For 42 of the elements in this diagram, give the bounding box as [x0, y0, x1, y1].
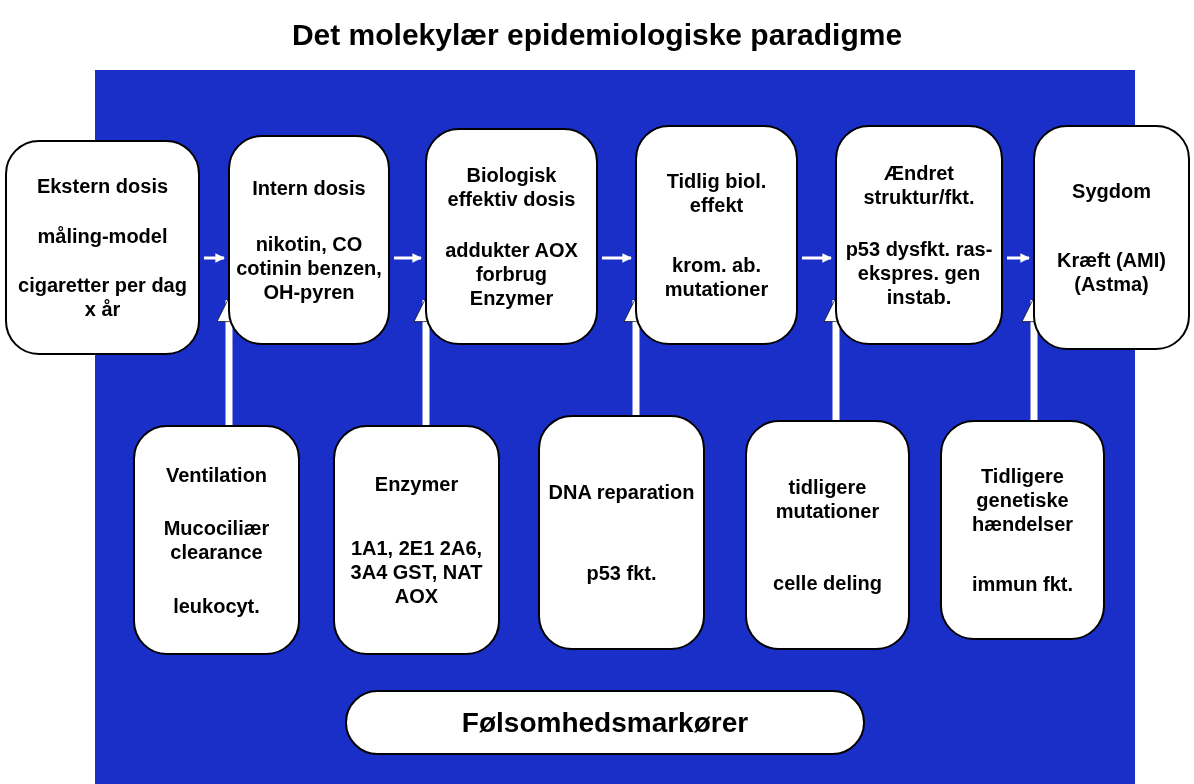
- node-text: DNA reparation: [548, 480, 695, 504]
- rounded-box: [425, 128, 598, 345]
- arrow: [602, 253, 632, 263]
- rounded-box: [1033, 125, 1190, 350]
- node-text: Sygdom: [1072, 178, 1151, 203]
- rounded-box: [228, 135, 390, 345]
- node-text: Følsomhedsmarkører: [461, 705, 749, 740]
- rounded-box: [5, 140, 200, 355]
- node-text: Intern dosis: [252, 175, 366, 200]
- node-text: cigaretter per dag x år: [17, 273, 188, 322]
- node-text: p53 fkt.: [586, 561, 657, 585]
- arrow: [204, 253, 225, 263]
- rounded-box: [635, 125, 798, 345]
- rounded-box: [940, 420, 1105, 640]
- rounded-box: [333, 425, 500, 655]
- node-text: Biologisk effektiv dosis: [446, 163, 577, 211]
- node-text: Ekstern dosis: [36, 173, 169, 198]
- rounded-box: [133, 425, 300, 655]
- node-text: immun fkt.: [971, 572, 1074, 596]
- diagram-title: Det molekylær epidemiologiske paradigme: [290, 18, 904, 52]
- rounded-box: [745, 420, 910, 650]
- node-text: Enzymer: [374, 472, 459, 497]
- node-text: måling-model: [37, 223, 168, 248]
- node-text: leukocyt.: [173, 593, 260, 618]
- node-text: 1A1, 2E1 2A6, 3A4 GST, NAT AOX: [349, 535, 484, 608]
- rounded-box: [538, 415, 705, 650]
- node-text: Ændret struktur/fkt.: [862, 161, 976, 209]
- node-text: Ventilation: [165, 462, 268, 487]
- node-text: Tidligere genetiske hændelser: [970, 464, 1075, 536]
- arrow: [802, 253, 832, 263]
- arrow: [1007, 253, 1030, 263]
- node-text: tidligere mutationer: [774, 475, 881, 524]
- node-text: krom. ab. mutationer: [663, 253, 770, 301]
- node-text: nikotin, CO cotinin benzen, OH-pyren: [236, 232, 382, 305]
- node-text: p53 dysfkt. ras-ekspres. gen instab.: [844, 237, 994, 309]
- arrow: [394, 253, 422, 263]
- node-text: addukter AOX forbrug Enzymer: [444, 238, 579, 310]
- rounded-box: [835, 125, 1003, 345]
- node-text: celle deling: [773, 570, 882, 595]
- node-text: Mucociliær clearance: [162, 516, 271, 564]
- node-text: Kræft (AMI) (Astma): [1056, 248, 1167, 297]
- node-text: Tidlig biol. effekt: [665, 169, 768, 217]
